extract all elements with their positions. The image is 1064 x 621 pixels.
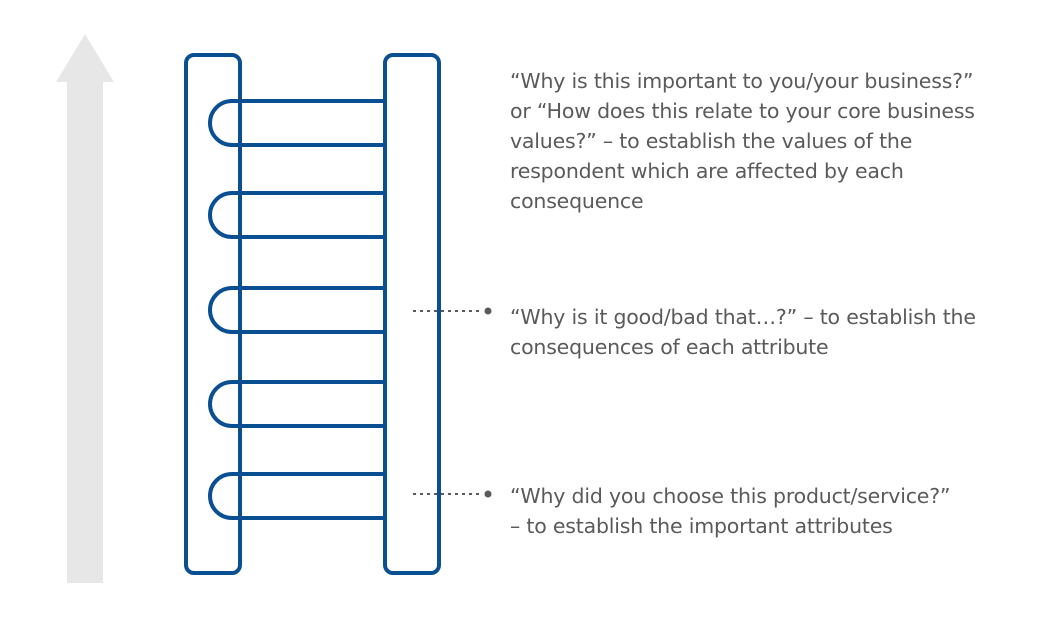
label-line: “Why did you choose this product/service… bbox=[510, 484, 951, 508]
ladder-rung-2 bbox=[208, 191, 385, 239]
label-consequences: “Why is it good/bad that…?” – to establi… bbox=[510, 302, 976, 362]
leader-attributes bbox=[413, 490, 492, 498]
arrow-shaft bbox=[67, 82, 103, 583]
label-line: consequences of each attribute bbox=[510, 335, 829, 359]
label-values: “Why is this important to you/your busin… bbox=[510, 66, 975, 216]
label-line: respondent which are affected by each bbox=[510, 159, 904, 183]
label-line: “Why is this important to you/your busin… bbox=[510, 69, 974, 93]
ladder-left-rail bbox=[184, 53, 242, 575]
label-line: – to establish the important attributes bbox=[510, 514, 893, 538]
ladder bbox=[184, 53, 441, 575]
leader-dot bbox=[484, 490, 492, 498]
label-line: “Why is it good/bad that…?” – to establi… bbox=[510, 305, 976, 329]
label-line: values?” – to establish the values of th… bbox=[510, 129, 913, 153]
leader-consequences bbox=[413, 307, 492, 315]
ladder-rung-5 bbox=[208, 472, 385, 520]
ladder-rung-1 bbox=[208, 99, 385, 147]
label-attributes: “Why did you choose this product/service… bbox=[510, 481, 951, 541]
leader-dot bbox=[484, 307, 492, 315]
ladder-rung-4 bbox=[208, 380, 385, 428]
label-line: consequence bbox=[510, 189, 644, 213]
ladder-rung-3 bbox=[208, 286, 385, 334]
label-line: or “How does this relate to your core bu… bbox=[510, 99, 975, 123]
up-arrow bbox=[56, 34, 114, 583]
arrow-head bbox=[56, 34, 114, 82]
ladder-right-rail bbox=[383, 53, 441, 575]
